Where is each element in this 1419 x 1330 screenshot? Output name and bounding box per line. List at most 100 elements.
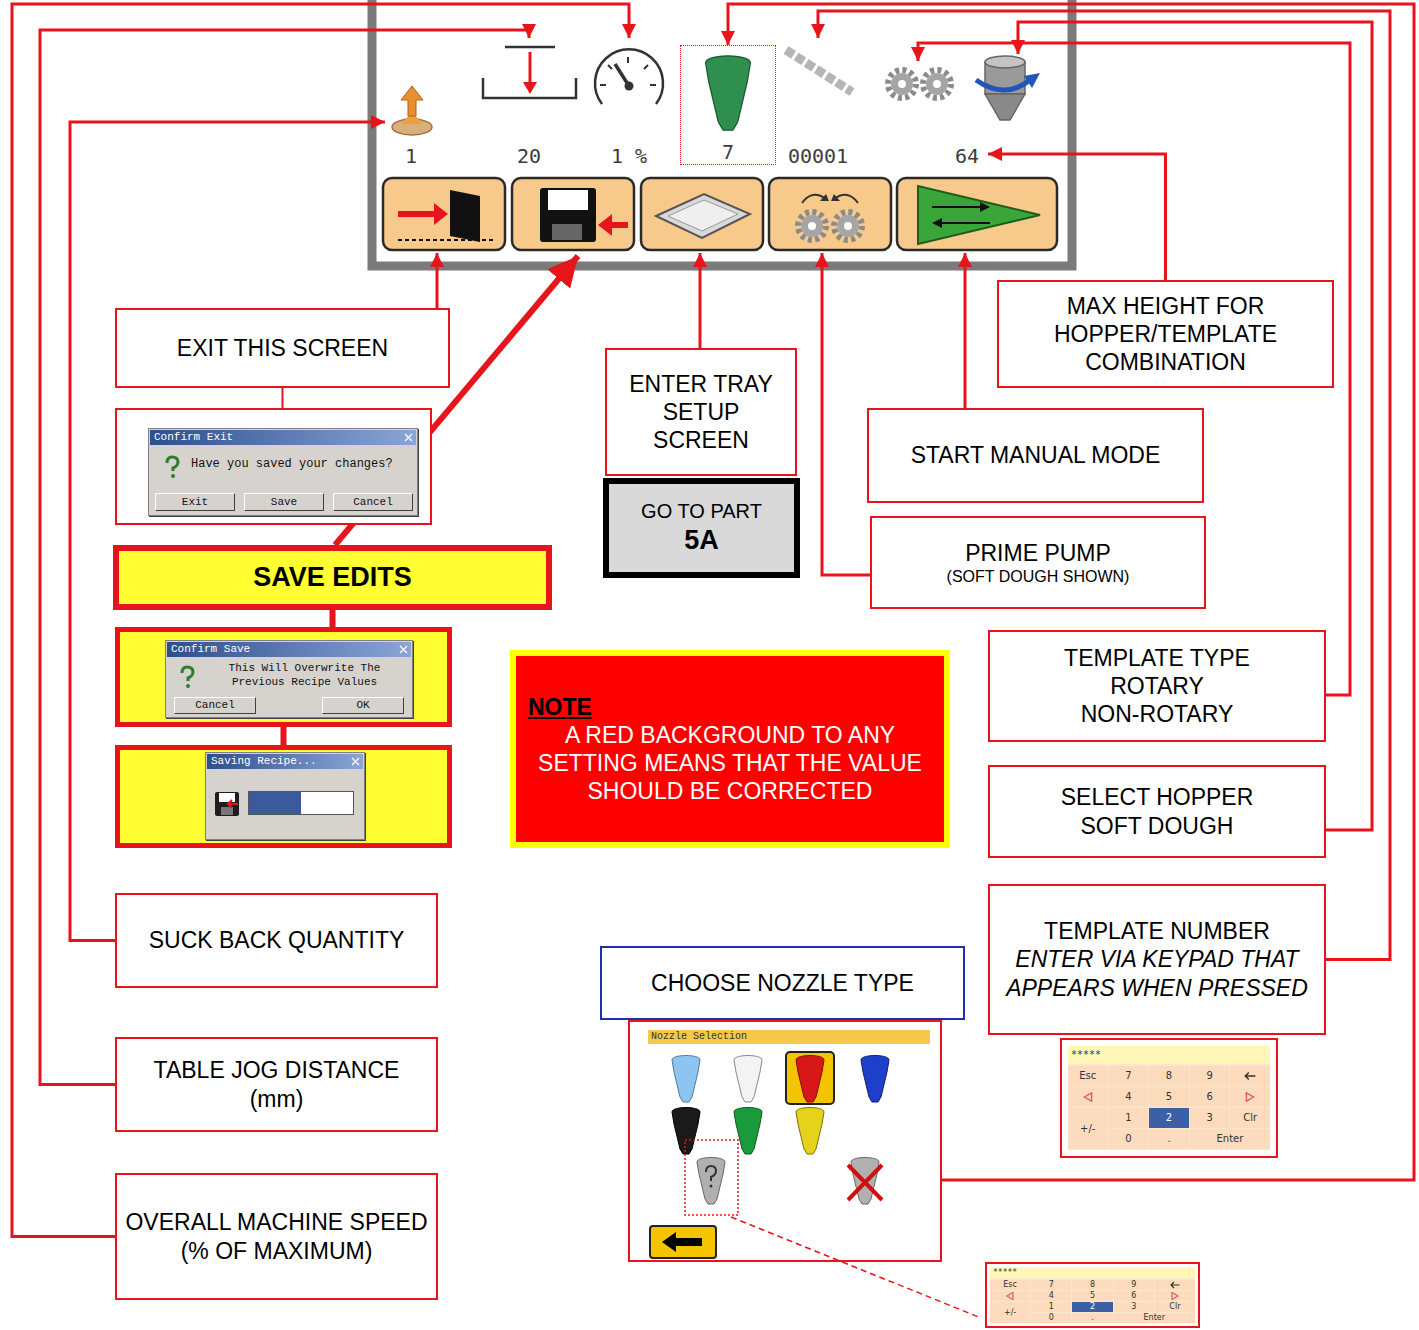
keypad-label: 4	[1125, 1092, 1131, 1102]
question-icon	[171, 474, 175, 478]
template-type-icon	[891, 73, 913, 95]
manual-icon	[918, 186, 1040, 244]
nozzle-title: Nozzle Selection	[648, 1030, 930, 1044]
screen-value: 64	[946, 140, 988, 168]
table-jog-icon	[483, 47, 576, 98]
box-text: ENTER VIA KEYPAD THAT APPEARS WHEN PRESS…	[998, 945, 1316, 1001]
save-icon	[540, 188, 596, 242]
dialog-message: This Will Overwrite The Previous Recipe …	[202, 661, 407, 689]
keypad-key: 3	[1190, 1108, 1230, 1128]
keypad-grid: Esc789456+/-123Clr0.Enter	[990, 1280, 1195, 1323]
note-box: NOTEA RED BACKGROUND TO ANY SETTING MEAN…	[510, 650, 950, 848]
save-icon	[598, 214, 612, 236]
nozzle-choices	[796, 1108, 824, 1155]
keypad-label: Enter	[1144, 1314, 1165, 1322]
box-text: TEMPLATE NUMBER	[1044, 917, 1270, 945]
dialog-button-text: Save	[271, 497, 297, 508]
keypad-arrow	[1084, 1093, 1091, 1101]
keypad-entry: *****	[1071, 1046, 1270, 1064]
dialog-button: Cancel	[333, 493, 413, 511]
keypad-arrow	[1005, 1292, 1015, 1300]
softkey	[769, 178, 891, 250]
callout-box: ENTER TRAY SETUP SCREEN	[605, 348, 797, 476]
speed-icon	[625, 82, 634, 91]
softkey	[512, 178, 634, 250]
save-icon	[552, 224, 582, 240]
softkey	[383, 178, 505, 250]
close-glyph	[405, 434, 412, 441]
dialog-window: Confirm ExitHave you saved your changes?…	[148, 428, 418, 516]
softkey	[383, 178, 1057, 250]
dialog-titlebar: Confirm Save	[167, 642, 411, 657]
dialog-frame: Saving Recipe...	[115, 745, 452, 848]
nozzle-choices	[796, 1056, 824, 1103]
nozzle-choices	[685, 1140, 738, 1215]
callout-box: PRIME PUMP(SOFT DOUGH SHOWN)	[870, 516, 1206, 609]
screen-value: 00001	[778, 38, 858, 168]
box-text: OVERALL MACHINE SPEED (% OF MAXIMUM)	[125, 1208, 428, 1264]
template-type-icon	[888, 70, 916, 98]
box-text: (SOFT DOUGH SHOWN)	[947, 567, 1130, 587]
close-glyph	[399, 645, 408, 654]
speed-icon	[595, 49, 663, 104]
keypad-key: 9	[1190, 1066, 1230, 1086]
keypad-panel: *****Esc789456+/-123Clr0.Enter	[1068, 1046, 1270, 1150]
template-type-icon	[923, 70, 951, 98]
keypad-arrow	[1172, 1293, 1178, 1300]
keypad-box: *****Esc789456+/-123Clr0.Enter	[1060, 1038, 1278, 1158]
box-text: SAVE EDITS	[253, 561, 412, 593]
keypad-label: .	[1167, 1134, 1170, 1144]
dialog-title: Confirm Exit	[150, 430, 416, 445]
prime-icon	[798, 212, 826, 240]
keypad-key: Enter	[1190, 1129, 1270, 1149]
goto-box: GO TO PART5A	[603, 478, 800, 578]
keypad-box: *****Esc789456+/-123Clr0.Enter	[985, 1262, 1200, 1328]
screen-number: 1 %	[611, 146, 647, 166]
screen-number: 00001	[788, 146, 848, 166]
manual-icon	[932, 206, 980, 208]
keypad-label: .	[1091, 1314, 1094, 1322]
template-type-icon	[933, 80, 941, 88]
leader-line	[335, 256, 578, 545]
save-box: SAVE EDITS	[113, 545, 552, 610]
box-text: MAX HEIGHT FOR HOPPER/TEMPLATE COMBINATI…	[1007, 292, 1324, 376]
floppy-icon	[214, 791, 240, 817]
keypad-key: 0	[1109, 1129, 1149, 1149]
keypad-entry: *****	[993, 1267, 1195, 1278]
keypad-key: Clr	[1155, 1302, 1195, 1312]
hopper-icon	[985, 94, 1025, 120]
nozzle-screen: Nozzle Selection	[628, 1020, 942, 1262]
keypad-label: Enter	[1216, 1134, 1243, 1144]
hopper-icon	[976, 80, 1030, 90]
table-jog-icon	[529, 52, 532, 84]
callout-box: MAX HEIGHT FOR HOPPER/TEMPLATE COMBINATI…	[997, 280, 1334, 388]
screen-value: 20	[478, 38, 580, 168]
callout-box: TEMPLATE NUMBERENTER VIA KEYPAD THAT APP…	[988, 884, 1326, 1035]
prime-icon	[798, 194, 862, 240]
box-text: SUCK BACK QUANTITY	[149, 926, 405, 954]
box-text: 5A	[684, 524, 719, 558]
callout-box: SUCK BACK QUANTITY	[115, 893, 438, 988]
exit-icon	[398, 190, 494, 242]
dialog-frame: Confirm ExitHave you saved your changes?…	[115, 408, 432, 525]
keypad-arrow	[1171, 1282, 1180, 1288]
table-jog-icon	[505, 46, 555, 49]
manual-icon	[980, 202, 990, 212]
dialog-frame: Confirm SaveThis Will Overwrite The Prev…	[115, 627, 452, 727]
keypad-display: *****	[990, 1267, 1195, 1278]
nozzle-choices	[861, 1056, 889, 1103]
keypad-arrow	[1082, 1092, 1094, 1102]
dialog-button: OK	[322, 697, 404, 714]
progress-bar	[248, 791, 354, 815]
question-icon	[167, 457, 178, 471]
keypad-arrow	[1244, 1092, 1256, 1102]
keypad-label: 1	[1125, 1113, 1131, 1123]
dialog-button: Exit	[155, 493, 235, 511]
hopper-icon	[985, 56, 1025, 68]
keypad-label: 6	[1131, 1292, 1136, 1300]
box-text: SELECT HOPPER	[1061, 783, 1254, 811]
callout-box: SELECT HOPPERSOFT DOUGH	[988, 765, 1326, 858]
tray-icon	[656, 194, 750, 238]
keypad-arrow	[1247, 1093, 1254, 1101]
template-type-icon	[888, 70, 951, 98]
